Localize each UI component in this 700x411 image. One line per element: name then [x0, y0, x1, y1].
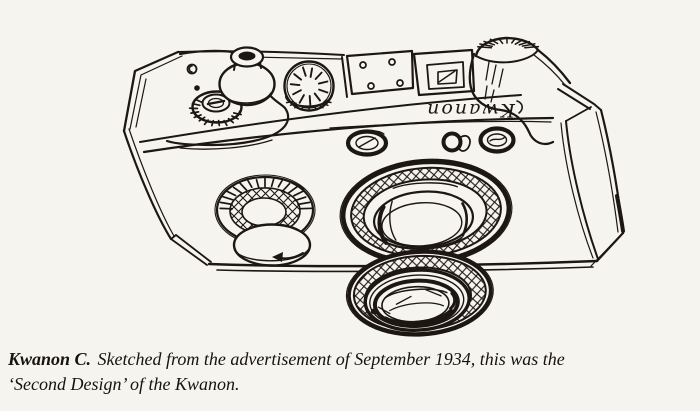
right-front-window — [478, 126, 516, 154]
accessory-shoe — [341, 49, 415, 98]
lens-glass — [372, 278, 460, 328]
caption-line2: ‘Second Design’ of the Kwanon. — [8, 374, 240, 394]
lens-front-group — [345, 249, 494, 337]
shutter-release-button — [218, 46, 276, 107]
figure-caption: Kwanon C. Sketched from the advertisemen… — [8, 347, 678, 397]
center-front-window — [441, 131, 463, 153]
film-advance-hump — [468, 36, 572, 146]
lens-mount — [339, 158, 513, 266]
slow-speed-dial — [214, 174, 316, 267]
kwanon-engraving-text: Kwanon — [425, 99, 516, 121]
caption-line1: Sketched from the advertisement of Septe… — [93, 349, 565, 369]
camera-body-outline — [122, 50, 625, 267]
slow-dial-front-knob — [232, 223, 312, 267]
engraving: Kwanon — [425, 99, 523, 121]
caption-lead: Kwanon C. — [8, 349, 92, 369]
top-plate-screw — [186, 63, 198, 75]
viewfinder-window — [412, 48, 476, 97]
left-front-window — [345, 129, 389, 157]
shutter-speed-dial — [283, 60, 335, 112]
top-plate-pin — [194, 85, 200, 91]
rangefinder-windows — [345, 126, 516, 157]
